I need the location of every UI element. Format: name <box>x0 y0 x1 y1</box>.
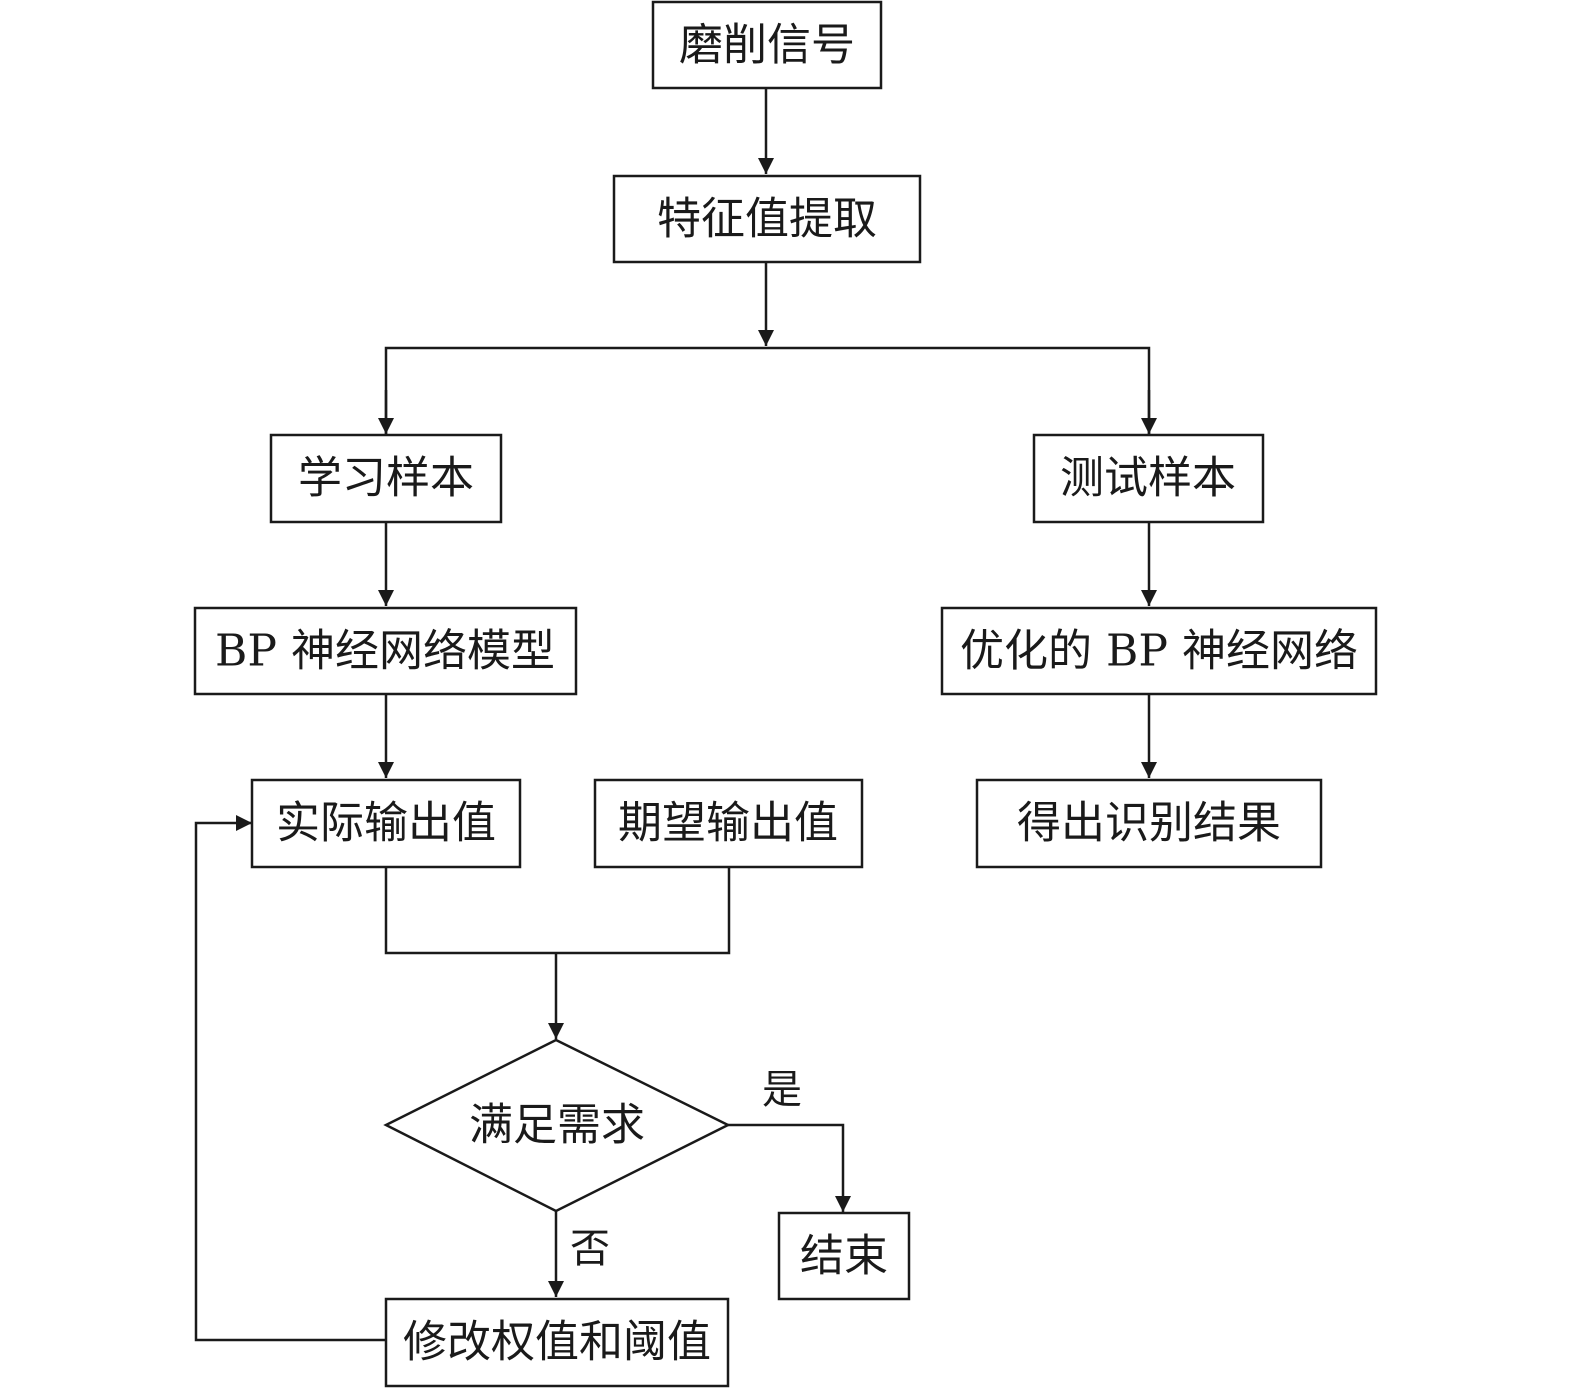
node-result: 得出识别结果 <box>975 778 1323 869</box>
connectors <box>194 88 1157 1342</box>
node-test-sample-label: 测试样本 <box>1060 453 1236 504</box>
node-test-sample: 测试样本 <box>1032 433 1265 524</box>
edge-decision-yes-to-end <box>728 1123 851 1212</box>
node-learning-sample-label: 学习样本 <box>298 453 474 504</box>
edge-label-yes: 是 <box>762 1067 802 1113</box>
node-modify-weights-label: 修改权值和阈值 <box>403 1317 711 1368</box>
node-actual-output: 实际输出值 <box>250 778 522 869</box>
node-end: 结束 <box>777 1211 911 1301</box>
node-satisfy-decision: 满足需求 <box>383 1038 731 1213</box>
node-satisfy-decision-label: 满足需求 <box>469 1100 645 1151</box>
node-actual-output-label: 实际输出值 <box>276 798 496 849</box>
node-grinding-signal-label: 磨削信号 <box>679 20 855 71</box>
node-grinding-signal: 磨削信号 <box>651 0 883 90</box>
node-feature-extraction: 特征值提取 <box>612 174 922 264</box>
node-learning-sample: 学习样本 <box>269 433 503 524</box>
node-bp-model: BP 神经网络模型 <box>193 606 578 696</box>
node-expected-output: 期望输出值 <box>593 778 864 869</box>
node-bp-model-label: BP 神经网络模型 <box>215 626 555 677</box>
node-feature-extraction-label: 特征值提取 <box>657 194 877 245</box>
node-result-label: 得出识别结果 <box>1017 798 1281 849</box>
node-end-label: 结束 <box>800 1231 888 1282</box>
node-modify-weights: 修改权值和阈值 <box>384 1297 730 1388</box>
node-expected-output-label: 期望输出值 <box>618 798 838 849</box>
node-optimized-bp-label: 优化的 BP 神经网络 <box>960 626 1358 677</box>
edge-modify-feedback-to-actual <box>194 815 386 1342</box>
node-optimized-bp: 优化的 BP 神经网络 <box>940 606 1378 696</box>
split-line <box>384 346 1151 434</box>
merge-line <box>384 866 731 955</box>
edge-label-no: 否 <box>570 1226 610 1272</box>
